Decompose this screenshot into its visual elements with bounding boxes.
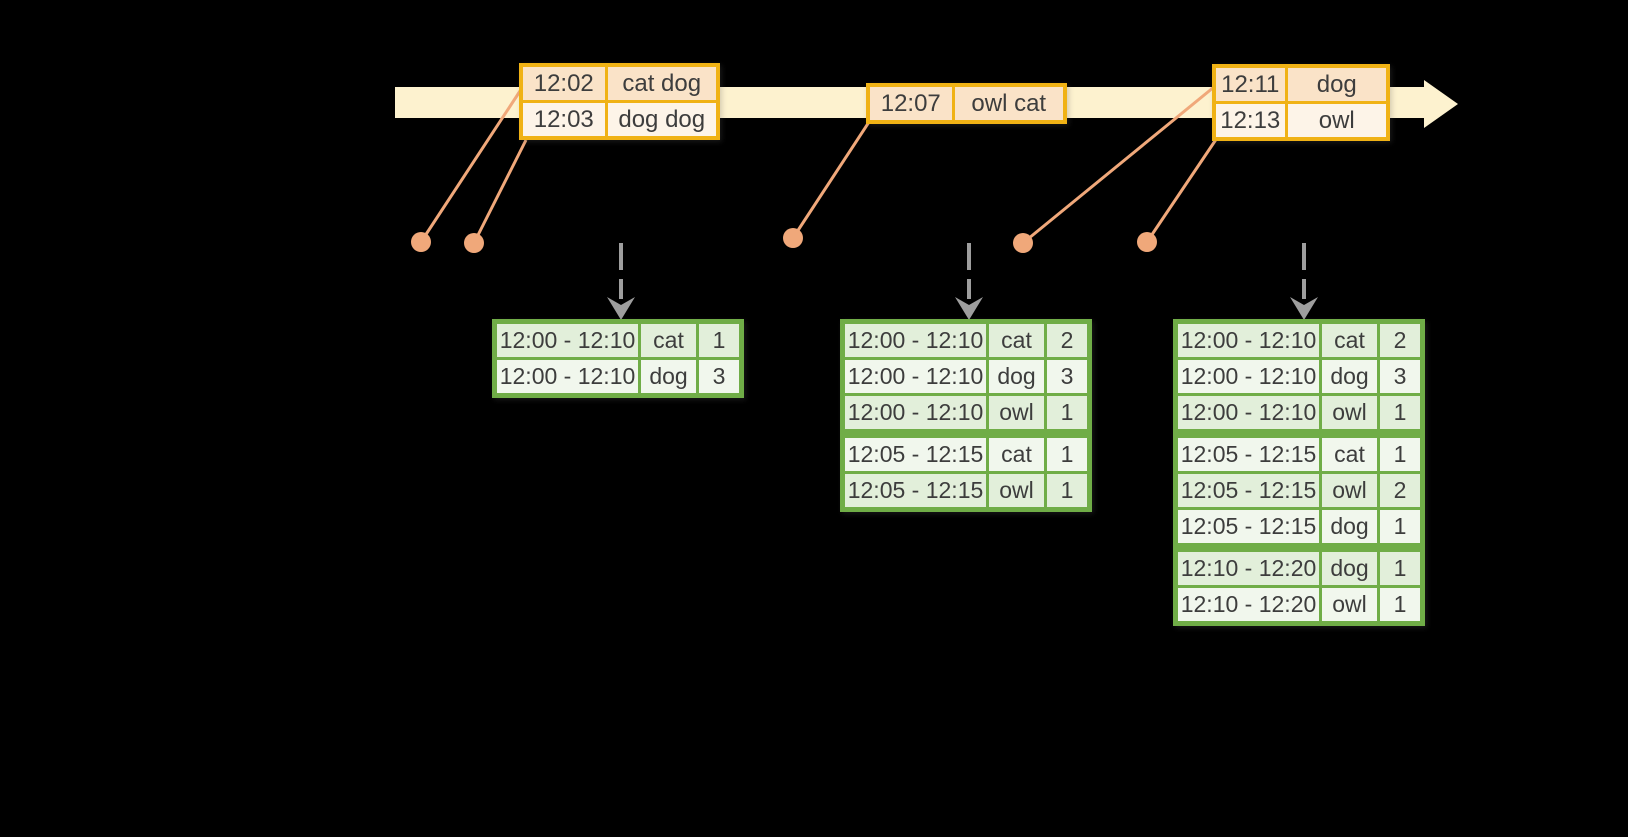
count-cell: 2 <box>1377 471 1424 510</box>
event-dot <box>1013 233 1033 253</box>
event-time-cell: 12:03 <box>519 100 608 140</box>
count-cell: 1 <box>1377 429 1424 474</box>
word-cell: cat <box>1319 429 1380 474</box>
window-cell: 12:00 - 12:10 <box>841 357 989 396</box>
event-words-cell: owl <box>1284 101 1390 141</box>
event-dot <box>1137 232 1157 252</box>
count-cell: 3 <box>1044 357 1091 396</box>
count-cell: 1 <box>1377 507 1424 549</box>
word-cell: dog <box>986 357 1047 396</box>
event-words-cell: dog dog <box>604 100 720 140</box>
count-cell: 1 <box>696 320 743 360</box>
trigger-arrowhead-icon <box>955 297 983 320</box>
window-cell: 12:00 - 12:10 <box>493 320 641 360</box>
window-cell: 12:05 - 12:15 <box>841 429 989 474</box>
word-cell: owl <box>1319 471 1380 510</box>
count-cell: 2 <box>1377 320 1424 360</box>
window-cell: 12:00 - 12:10 <box>493 357 641 397</box>
window-cell: 12:05 - 12:15 <box>841 471 989 511</box>
event-time-cell: 12:13 <box>1212 101 1288 141</box>
event-connector-line <box>472 139 528 244</box>
window-cell: 12:10 - 12:20 <box>1174 543 1322 588</box>
window-cell: 12:00 - 12:10 <box>1174 393 1322 435</box>
time-axis-arrowhead-icon <box>1424 80 1458 128</box>
count-cell: 1 <box>1377 393 1424 435</box>
event-dot <box>464 233 484 253</box>
event-time-cell: 12:07 <box>866 83 955 124</box>
window-cell: 12:00 - 12:10 <box>1174 320 1322 360</box>
window-cell: 12:05 - 12:15 <box>1174 507 1322 549</box>
word-cell: dog <box>1319 357 1380 396</box>
event-connector-line <box>791 121 871 239</box>
event-time-cell: 12:11 <box>1212 64 1288 104</box>
event-connector-line <box>1145 137 1219 243</box>
word-cell: owl <box>1319 585 1380 625</box>
event-words-cell: dog <box>1284 64 1390 104</box>
event-connector-line <box>1022 85 1215 245</box>
word-cell: cat <box>1319 320 1380 360</box>
trigger-arrowhead-icon <box>607 297 635 320</box>
event-dot <box>783 228 803 248</box>
word-cell: cat <box>986 429 1047 474</box>
word-cell: cat <box>986 320 1047 360</box>
window-cell: 12:05 - 12:15 <box>1174 471 1322 510</box>
window-cell: 12:00 - 12:10 <box>841 393 989 435</box>
count-cell: 1 <box>1377 585 1424 625</box>
window-cell: 12:00 - 12:10 <box>1174 357 1322 396</box>
count-cell: 1 <box>1377 543 1424 588</box>
word-cell: dog <box>1319 507 1380 549</box>
word-cell: owl <box>986 471 1047 511</box>
event-words-cell: cat dog <box>604 63 720 103</box>
word-cell: dog <box>638 357 699 397</box>
word-cell: owl <box>986 393 1047 435</box>
window-cell: 12:00 - 12:10 <box>841 320 989 360</box>
count-cell: 1 <box>1044 393 1091 435</box>
window-cell: 12:05 - 12:15 <box>1174 429 1322 474</box>
event-words-cell: owl cat <box>951 83 1067 124</box>
event-dot <box>411 232 431 252</box>
window-cell: 12:10 - 12:20 <box>1174 585 1322 625</box>
word-cell: dog <box>1319 543 1380 588</box>
trigger-arrowhead-icon <box>1290 297 1318 320</box>
event-connector-line <box>419 87 524 243</box>
count-cell: 1 <box>1044 471 1091 511</box>
word-cell: cat <box>638 320 699 360</box>
event-time-cell: 12:02 <box>519 63 608 103</box>
count-cell: 1 <box>1044 429 1091 474</box>
count-cell: 3 <box>1377 357 1424 396</box>
count-cell: 2 <box>1044 320 1091 360</box>
word-cell: owl <box>1319 393 1380 435</box>
count-cell: 3 <box>696 357 743 397</box>
